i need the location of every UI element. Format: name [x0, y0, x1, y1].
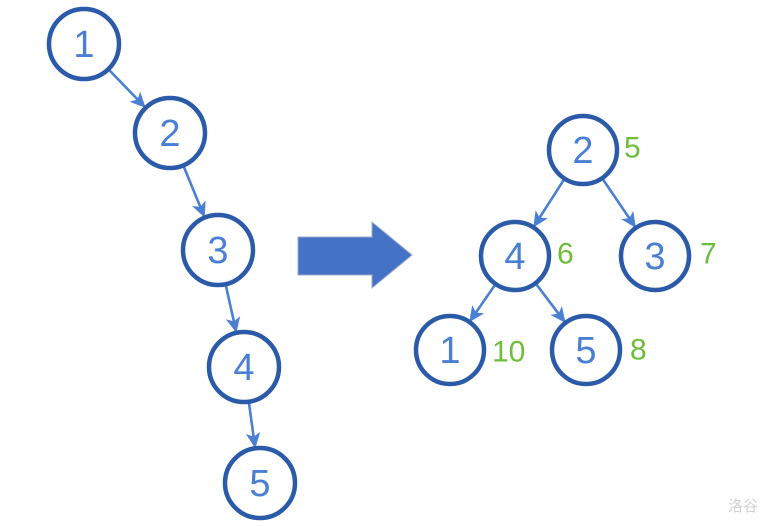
tree-node-label-R3: 3 [644, 236, 665, 278]
tree-node-label-L4: 4 [233, 347, 254, 389]
tree-node-circle-R3 [618, 219, 692, 293]
left-tree-edges [105, 66, 261, 449]
tree-edge-R2-to-R3 [599, 175, 637, 228]
tree-node-circle-L2 [132, 95, 208, 171]
tree-edge-R2-to-R4 [532, 176, 567, 228]
tree-node-label-L2: 2 [159, 113, 180, 155]
tree-node-label-R4: 4 [504, 236, 525, 278]
tree-edge-L3-to-L4 [223, 281, 241, 333]
tree-edge-L2-to-L3 [181, 163, 206, 218]
tree-node-circle-L1 [46, 6, 122, 82]
tree-node-circle-L4 [206, 329, 282, 405]
tree-node-side-label-R5: 8 [630, 334, 647, 367]
tree-node-side-label-R2: 5 [624, 132, 641, 165]
tree-edge-L4-to-L5 [245, 399, 261, 449]
tree-edge-R4-to-R1 [468, 281, 498, 323]
tree-node-label-R1: 1 [439, 330, 460, 372]
tree-node-label-R2: 2 [572, 130, 593, 172]
right-tree-edges [468, 175, 637, 323]
tree-node-side-label-R3: 7 [700, 238, 717, 271]
tree-node-label-L1: 1 [73, 24, 94, 66]
tree-node-circle-R4 [478, 219, 552, 293]
left-tree-nodes: 1 2 3 4 5 [46, 6, 298, 521]
tree-node-label-L5: 5 [249, 463, 270, 505]
tree-edge-R4-to-R5 [533, 280, 566, 323]
tree-node-label-R5: 5 [575, 330, 596, 372]
transform-arrow-icon [297, 220, 413, 290]
tree-node-side-label-R4: 6 [557, 238, 574, 271]
tree-node-circle-R2 [546, 113, 620, 187]
tree-node-circle-R1 [413, 313, 487, 387]
tree-node-circle-R5 [549, 313, 623, 387]
tree-edge-L1-to-L2 [105, 66, 146, 109]
tree-node-label-L3: 3 [207, 230, 228, 272]
tree-node-circle-L5 [222, 445, 298, 521]
tree-node-side-label-R1: 10 [492, 336, 525, 369]
tree-node-circle-L3 [180, 212, 256, 288]
watermark-label: 洛谷 [728, 497, 758, 515]
